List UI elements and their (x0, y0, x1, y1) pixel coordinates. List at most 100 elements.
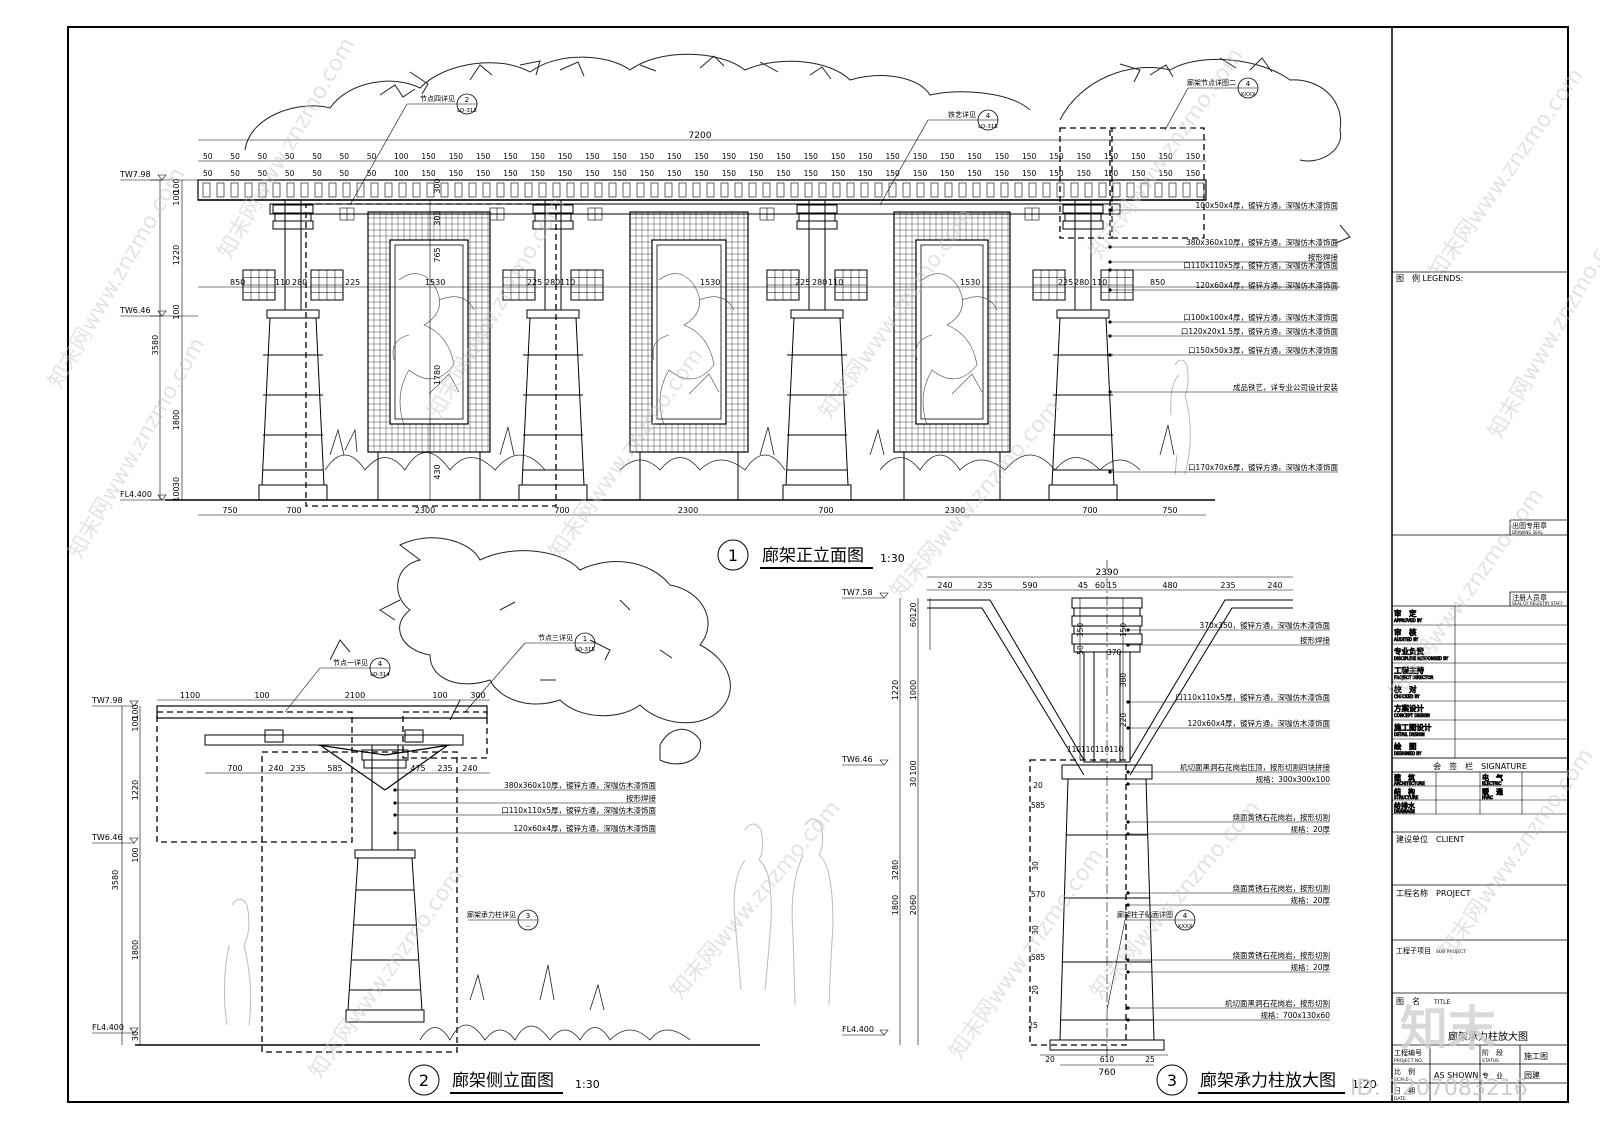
drawing-seal-label: 出图专用章 (1512, 521, 1547, 530)
material-note: 按形焊接 (1300, 635, 1330, 645)
rafter-dim-value: 50 (340, 152, 350, 161)
callout-sheet-ref: XXXX (1177, 924, 1192, 930)
rafter-dim-value: 150 (913, 169, 928, 178)
height-dim-value: 100 (172, 304, 181, 319)
rafter-dim-value: 150 (1104, 169, 1119, 178)
detail-side-dim: 220 (1119, 713, 1128, 728)
level-mark: TW6.46 (119, 306, 151, 315)
approval-role-en: APPROVED BY (1394, 618, 1423, 623)
callout-label: 铁艺详见 (948, 110, 976, 119)
rafter-dim-value: 50 (230, 169, 240, 178)
drawing-title-value: 廊架承力柱放大图 (1448, 1030, 1528, 1043)
approval-role: 绘 图 (1394, 741, 1417, 751)
watermark-text: 知末网www.znzmo.com (1085, 796, 1265, 1004)
mid-dim-value: 110 (560, 278, 575, 287)
detail-top-dim: 15 (1107, 581, 1117, 590)
mid-dim-value: 225 (527, 278, 542, 287)
project-no-label: 工程编号 (1394, 1048, 1422, 1057)
beam-lattice (587, 207, 603, 221)
status-label: 阶 段 (1482, 1048, 1503, 1057)
rafter-dim-value: 150 (1022, 169, 1037, 178)
watermark-text: 知末网www.znzmo.com (1424, 64, 1588, 284)
rafter-dim-value: 150 (831, 169, 846, 178)
rafter-dim-value: 150 (613, 169, 628, 178)
detail-bottom-dim: 760 (1098, 1068, 1115, 1078)
detail-column-dim: 585 (1031, 801, 1046, 810)
rafter-dim-value: 50 (203, 152, 213, 161)
material-note: 烧面黄锈石花岗岩，按形切割 (1233, 883, 1331, 893)
height-dim-value: 1800 (131, 940, 140, 960)
side-sub-dim: 585 (327, 764, 342, 773)
height-dim-value: 1220 (172, 245, 181, 265)
watermark-text: 知末网www.znzmo.com (64, 334, 211, 563)
watermark-id: ID: 1207083216 (1350, 1076, 1528, 1101)
title-block: 图 例 LEGENDS: 出图专用章 DRAWING SEAL 注册人员章 SE… (1392, 271, 1568, 1102)
side-view-title: 2 廊架侧立面图 1:30 (408, 1064, 600, 1096)
mid-dim-value: 225 (345, 278, 360, 287)
detail-view-scale: 1:20 (1352, 1078, 1377, 1091)
pergola-rafters (197, 179, 1207, 201)
approval-role: 工程主持 (1394, 665, 1424, 675)
approval-role: 方案设计 (1394, 703, 1424, 713)
side-shrubs (419, 1024, 691, 1041)
mid-dim-value: 850 (230, 278, 245, 287)
front-view-number: 1 (728, 546, 738, 565)
mid-dim-value: 280 (1074, 278, 1089, 287)
rafter-dim-value: 150 (940, 152, 955, 161)
rafter-dim-value: 150 (449, 169, 464, 178)
front-material-notes: 100x50x4厚，镀锌方通，深咖仿木漆饰面380x360x10厚，镀锌方通，深… (1108, 200, 1338, 474)
rafter-dim-value: 150 (476, 152, 491, 161)
rafter-dim-value: 150 (940, 169, 955, 178)
rafter-dim-value: 150 (558, 152, 573, 161)
material-note: 烧面黄锈石花岗岩，按形切割 (1233, 950, 1331, 960)
front-view-scale: 1:30 (880, 552, 905, 565)
detail-column-dim: 585 (1031, 953, 1046, 962)
height-dim-value: 100 (172, 486, 181, 501)
front-view-name: 廊架正立面图 (762, 546, 864, 566)
rafter-dim-value: 150 (995, 169, 1010, 178)
lattice-screens (339, 207, 1040, 500)
rafter-dim-value: 150 (1131, 169, 1146, 178)
watermark-text: 知末网www.znzmo.com (544, 344, 708, 564)
main-beam (269, 203, 1121, 215)
sign-discipline: 电 气 (1482, 773, 1503, 782)
detail-overall-dim: 2390 (1096, 568, 1119, 578)
callout-number: 4 (1246, 80, 1251, 88)
height-dim-value: 1220 (131, 780, 140, 800)
detail-column-dim: 20 (1031, 985, 1040, 995)
height-dim-value: 305 (433, 210, 442, 225)
rafter-dim-value: 150 (694, 152, 709, 161)
side-beam (204, 734, 464, 746)
watermark-text: 知末网www.znzmo.com (1484, 214, 1600, 443)
rafter-dim-value: 150 (531, 152, 546, 161)
rafter-dim-value: 150 (503, 169, 518, 178)
detail-top-dim: 240 (937, 581, 952, 590)
detail-top-width: 370 (1107, 648, 1122, 657)
mid-dim-value: 1530 (960, 278, 980, 287)
sign-discipline-en: ELECTRIC (1482, 781, 1501, 786)
callout-number: 1 (583, 635, 587, 643)
height-dim-value: 1800 (172, 410, 181, 430)
material-note: 规格：700x130x60 (1260, 1010, 1330, 1020)
bottom-dim-value: 750 (222, 506, 237, 515)
mid-dim-value: 110 (828, 278, 843, 287)
material-note: 口170x70x6厚，镀锌方通，深咖仿木漆饰面 (1188, 462, 1339, 472)
detail-top-dim: 235 (977, 581, 992, 590)
rafter-dim-value: 150 (1186, 169, 1201, 178)
discipline-label: 专 业 (1482, 1071, 1503, 1080)
material-note: 机切面黑洞石花岗岩压顶，按形切割四块拼接 (1180, 762, 1330, 772)
lattice-screen (629, 211, 749, 500)
material-note: 烧面黄锈石花岗岩，按形切割 (1233, 812, 1331, 822)
rafter-dim-value: 50 (312, 152, 322, 161)
rafter-dim-value: 150 (804, 152, 819, 161)
approval-role-en: PROJECT DIRECTOR (1394, 675, 1434, 680)
beam-lattice (339, 207, 355, 221)
side-dimension-lines (121, 699, 490, 1045)
